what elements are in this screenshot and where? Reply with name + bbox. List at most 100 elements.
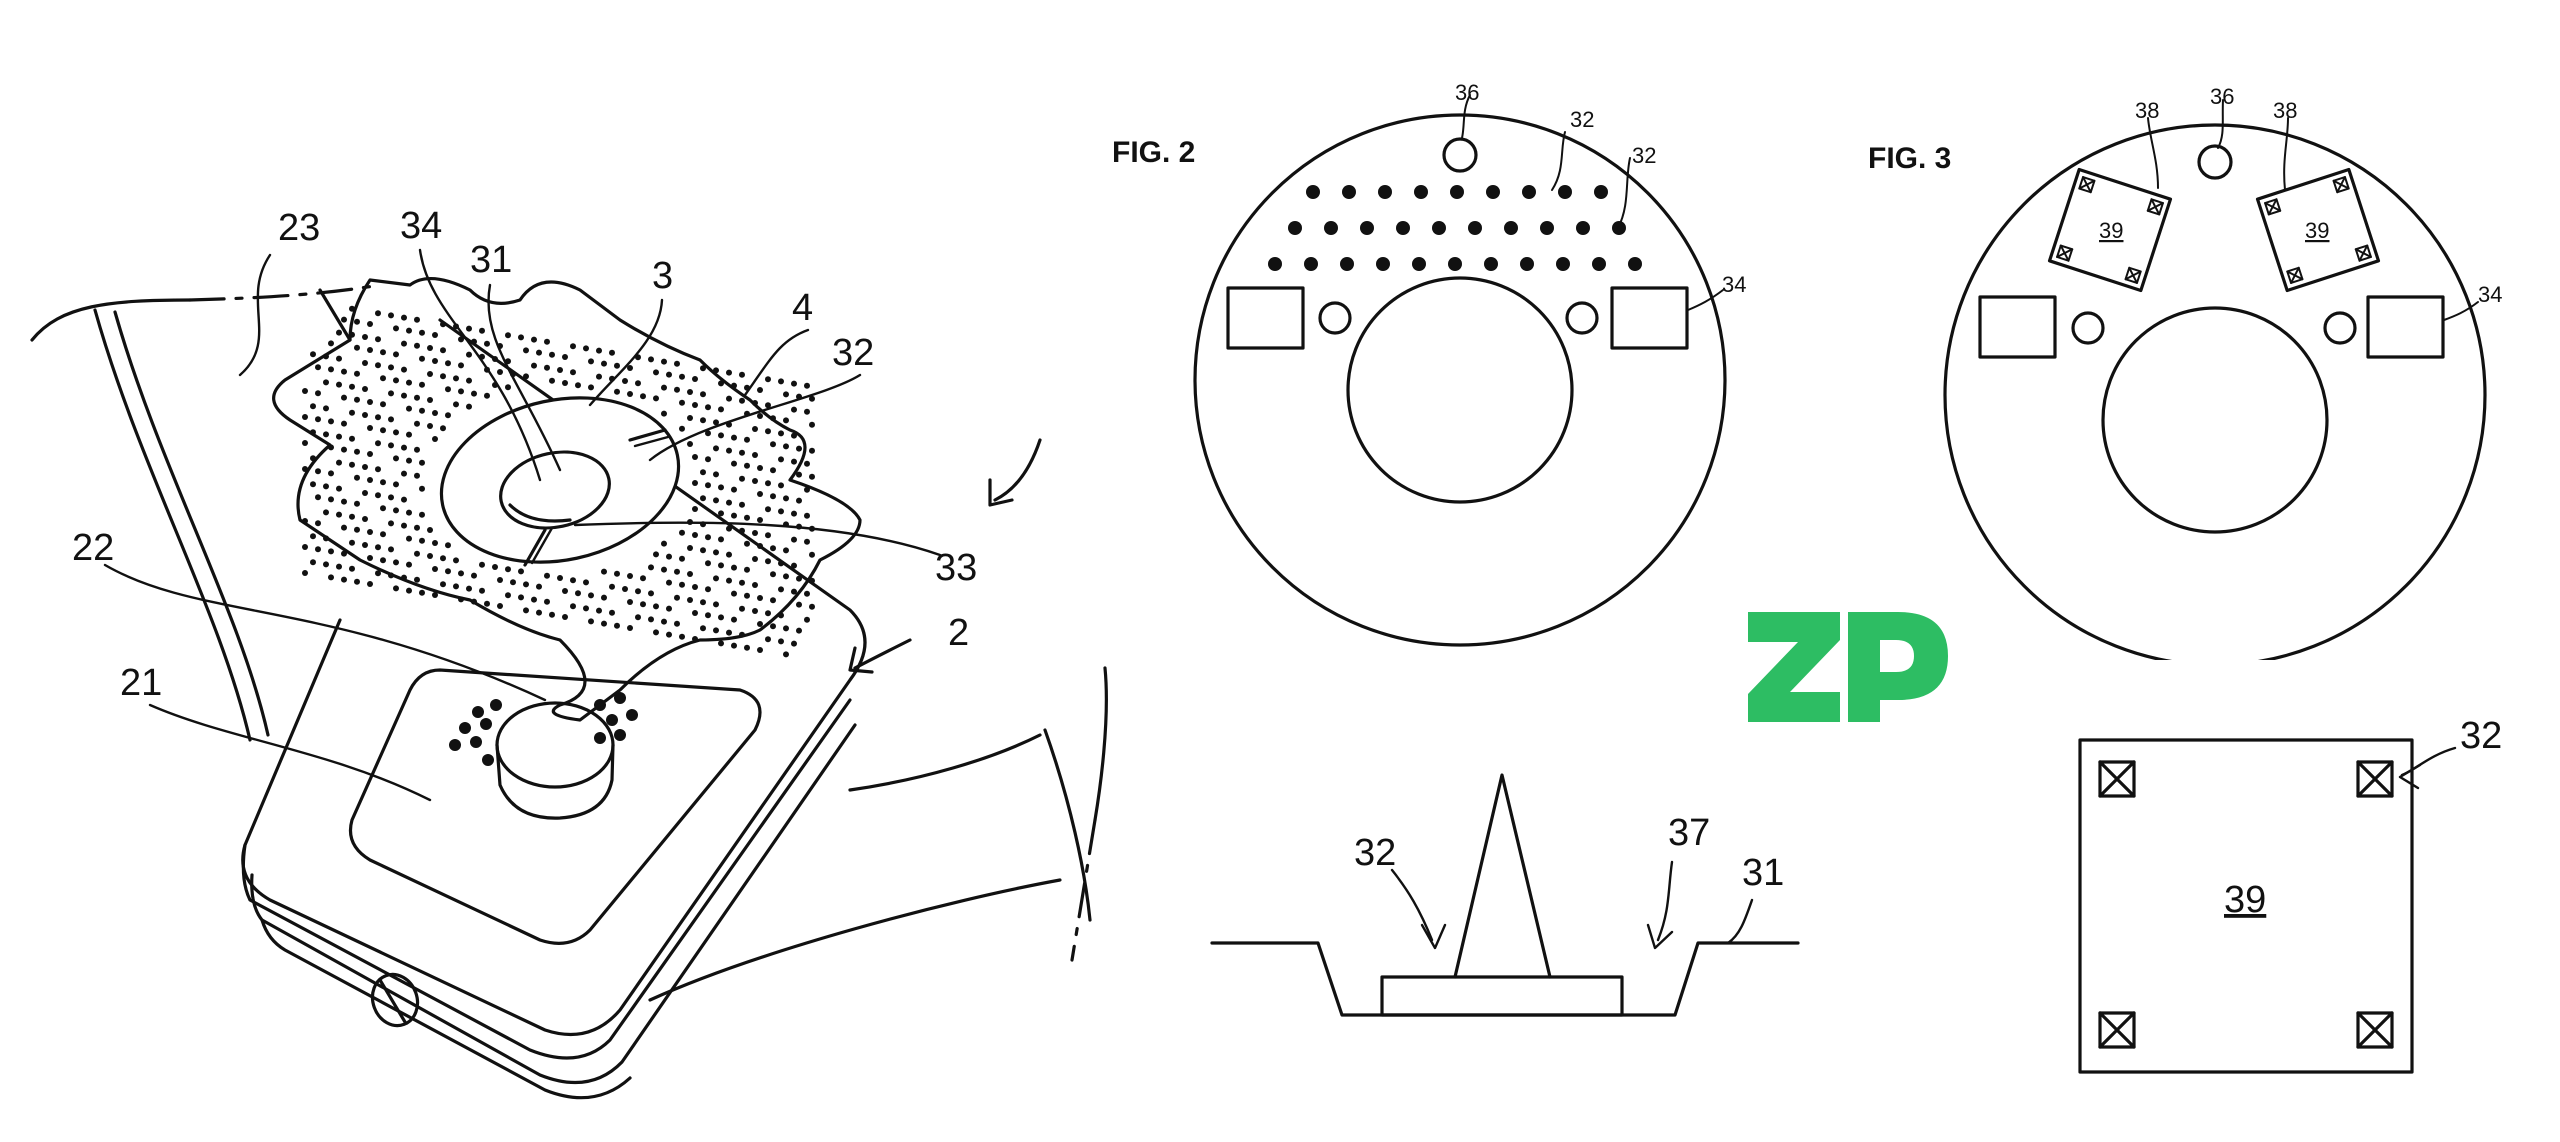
patch-dot [700, 365, 706, 371]
patch-dot [666, 580, 672, 586]
patch-dot [432, 332, 438, 338]
patch-dot [388, 572, 394, 578]
patch-dot [713, 549, 719, 555]
patch-dot [692, 636, 698, 642]
patch-dot [778, 482, 784, 488]
spike-leader-31 [1728, 900, 1752, 943]
patch-dot [739, 632, 745, 638]
patch-dot [388, 442, 394, 448]
patch-dot [783, 495, 789, 501]
patch-dot [354, 397, 360, 403]
patch-dot [362, 334, 368, 340]
patch-dot [393, 351, 399, 357]
fig2-label-36: 36 [1455, 80, 1479, 105]
patch-dot [731, 435, 737, 441]
patch-dot [705, 482, 711, 488]
patch-dot [726, 630, 732, 636]
patch-dot [349, 306, 355, 312]
patch-dot [445, 542, 451, 548]
patch-dot [466, 326, 472, 332]
patch-dot [440, 555, 446, 561]
patch-dot [744, 437, 750, 443]
patch-dot [432, 410, 438, 416]
patch-dot [653, 629, 659, 635]
patch-dot [791, 381, 797, 387]
patch-dot [765, 428, 771, 434]
patch-dot [354, 449, 360, 455]
fig3-leader-38b [2284, 118, 2288, 190]
patch-dot [713, 367, 719, 373]
patch-dot [432, 540, 438, 546]
patch-dot [791, 589, 797, 595]
patch-dot [588, 592, 594, 598]
patch-dot [661, 385, 667, 391]
patch-dot [536, 584, 542, 590]
patch-dot [367, 581, 373, 587]
fig2-microneedle-dot [1376, 257, 1390, 271]
patch-dot [419, 460, 425, 466]
patch-dot [700, 417, 706, 423]
patch-dot [614, 363, 620, 369]
patch-dot [510, 579, 516, 585]
patch-dot [783, 625, 789, 631]
patch-dot [679, 634, 685, 640]
patch-dot [770, 467, 776, 473]
patch-dot [692, 610, 698, 616]
patch-dot [315, 416, 321, 422]
detail-spike-section: 32 37 31 [1212, 775, 1798, 1015]
patch-dot [705, 456, 711, 462]
patch-dot [349, 540, 355, 546]
band-dashed-edge [190, 285, 380, 300]
patch-dot [323, 535, 329, 541]
patch-dot [536, 610, 542, 616]
patch-dot [341, 317, 347, 323]
patch-dot [349, 436, 355, 442]
patch-dot [700, 599, 706, 605]
patch-dot [414, 447, 420, 453]
patch-dot [536, 350, 542, 356]
patch-dot [752, 426, 758, 432]
patch-dot [739, 372, 745, 378]
patch-dot [692, 506, 698, 512]
patch-dot [362, 490, 368, 496]
patch-dot [778, 430, 784, 436]
patch-dot [692, 454, 698, 460]
patch-dot [653, 603, 659, 609]
patch-dot [323, 509, 329, 515]
patch-dot [471, 391, 477, 397]
patch-dot [544, 365, 550, 371]
connector-22 [497, 703, 613, 818]
patch-dot [388, 390, 394, 396]
patch-dot [401, 341, 407, 347]
patch-dot [752, 452, 758, 458]
patch-dot [739, 580, 745, 586]
patch-dot [809, 552, 815, 558]
patch-dot [744, 645, 750, 651]
fig2-microneedle-dot [1556, 257, 1570, 271]
patch-dot [796, 498, 802, 504]
label-2: 2 [948, 612, 969, 654]
patch-dot [648, 590, 654, 596]
fig3-label-36: 36 [2210, 84, 2234, 109]
patch-dot [349, 566, 355, 572]
fig2-microneedle-dot [1504, 221, 1518, 235]
patch-dot [523, 347, 529, 353]
patch-dot [419, 408, 425, 414]
patch-dot [674, 621, 680, 627]
patch-dot [692, 532, 698, 538]
patch-dot [648, 356, 654, 362]
patch-dot [679, 426, 685, 432]
patch-dot [770, 571, 776, 577]
patch-dot [596, 348, 602, 354]
patch-dot [770, 415, 776, 421]
patch-dot [367, 529, 373, 535]
patch-dot [414, 551, 420, 557]
patch-dot [336, 434, 342, 440]
fig2-leader-34 [1688, 290, 1723, 310]
patch-dot [627, 625, 633, 631]
patch-dot [739, 528, 745, 534]
patch-dot [791, 641, 797, 647]
patch-dot [648, 564, 654, 570]
patch-dot [627, 573, 633, 579]
patch-dot [726, 448, 732, 454]
